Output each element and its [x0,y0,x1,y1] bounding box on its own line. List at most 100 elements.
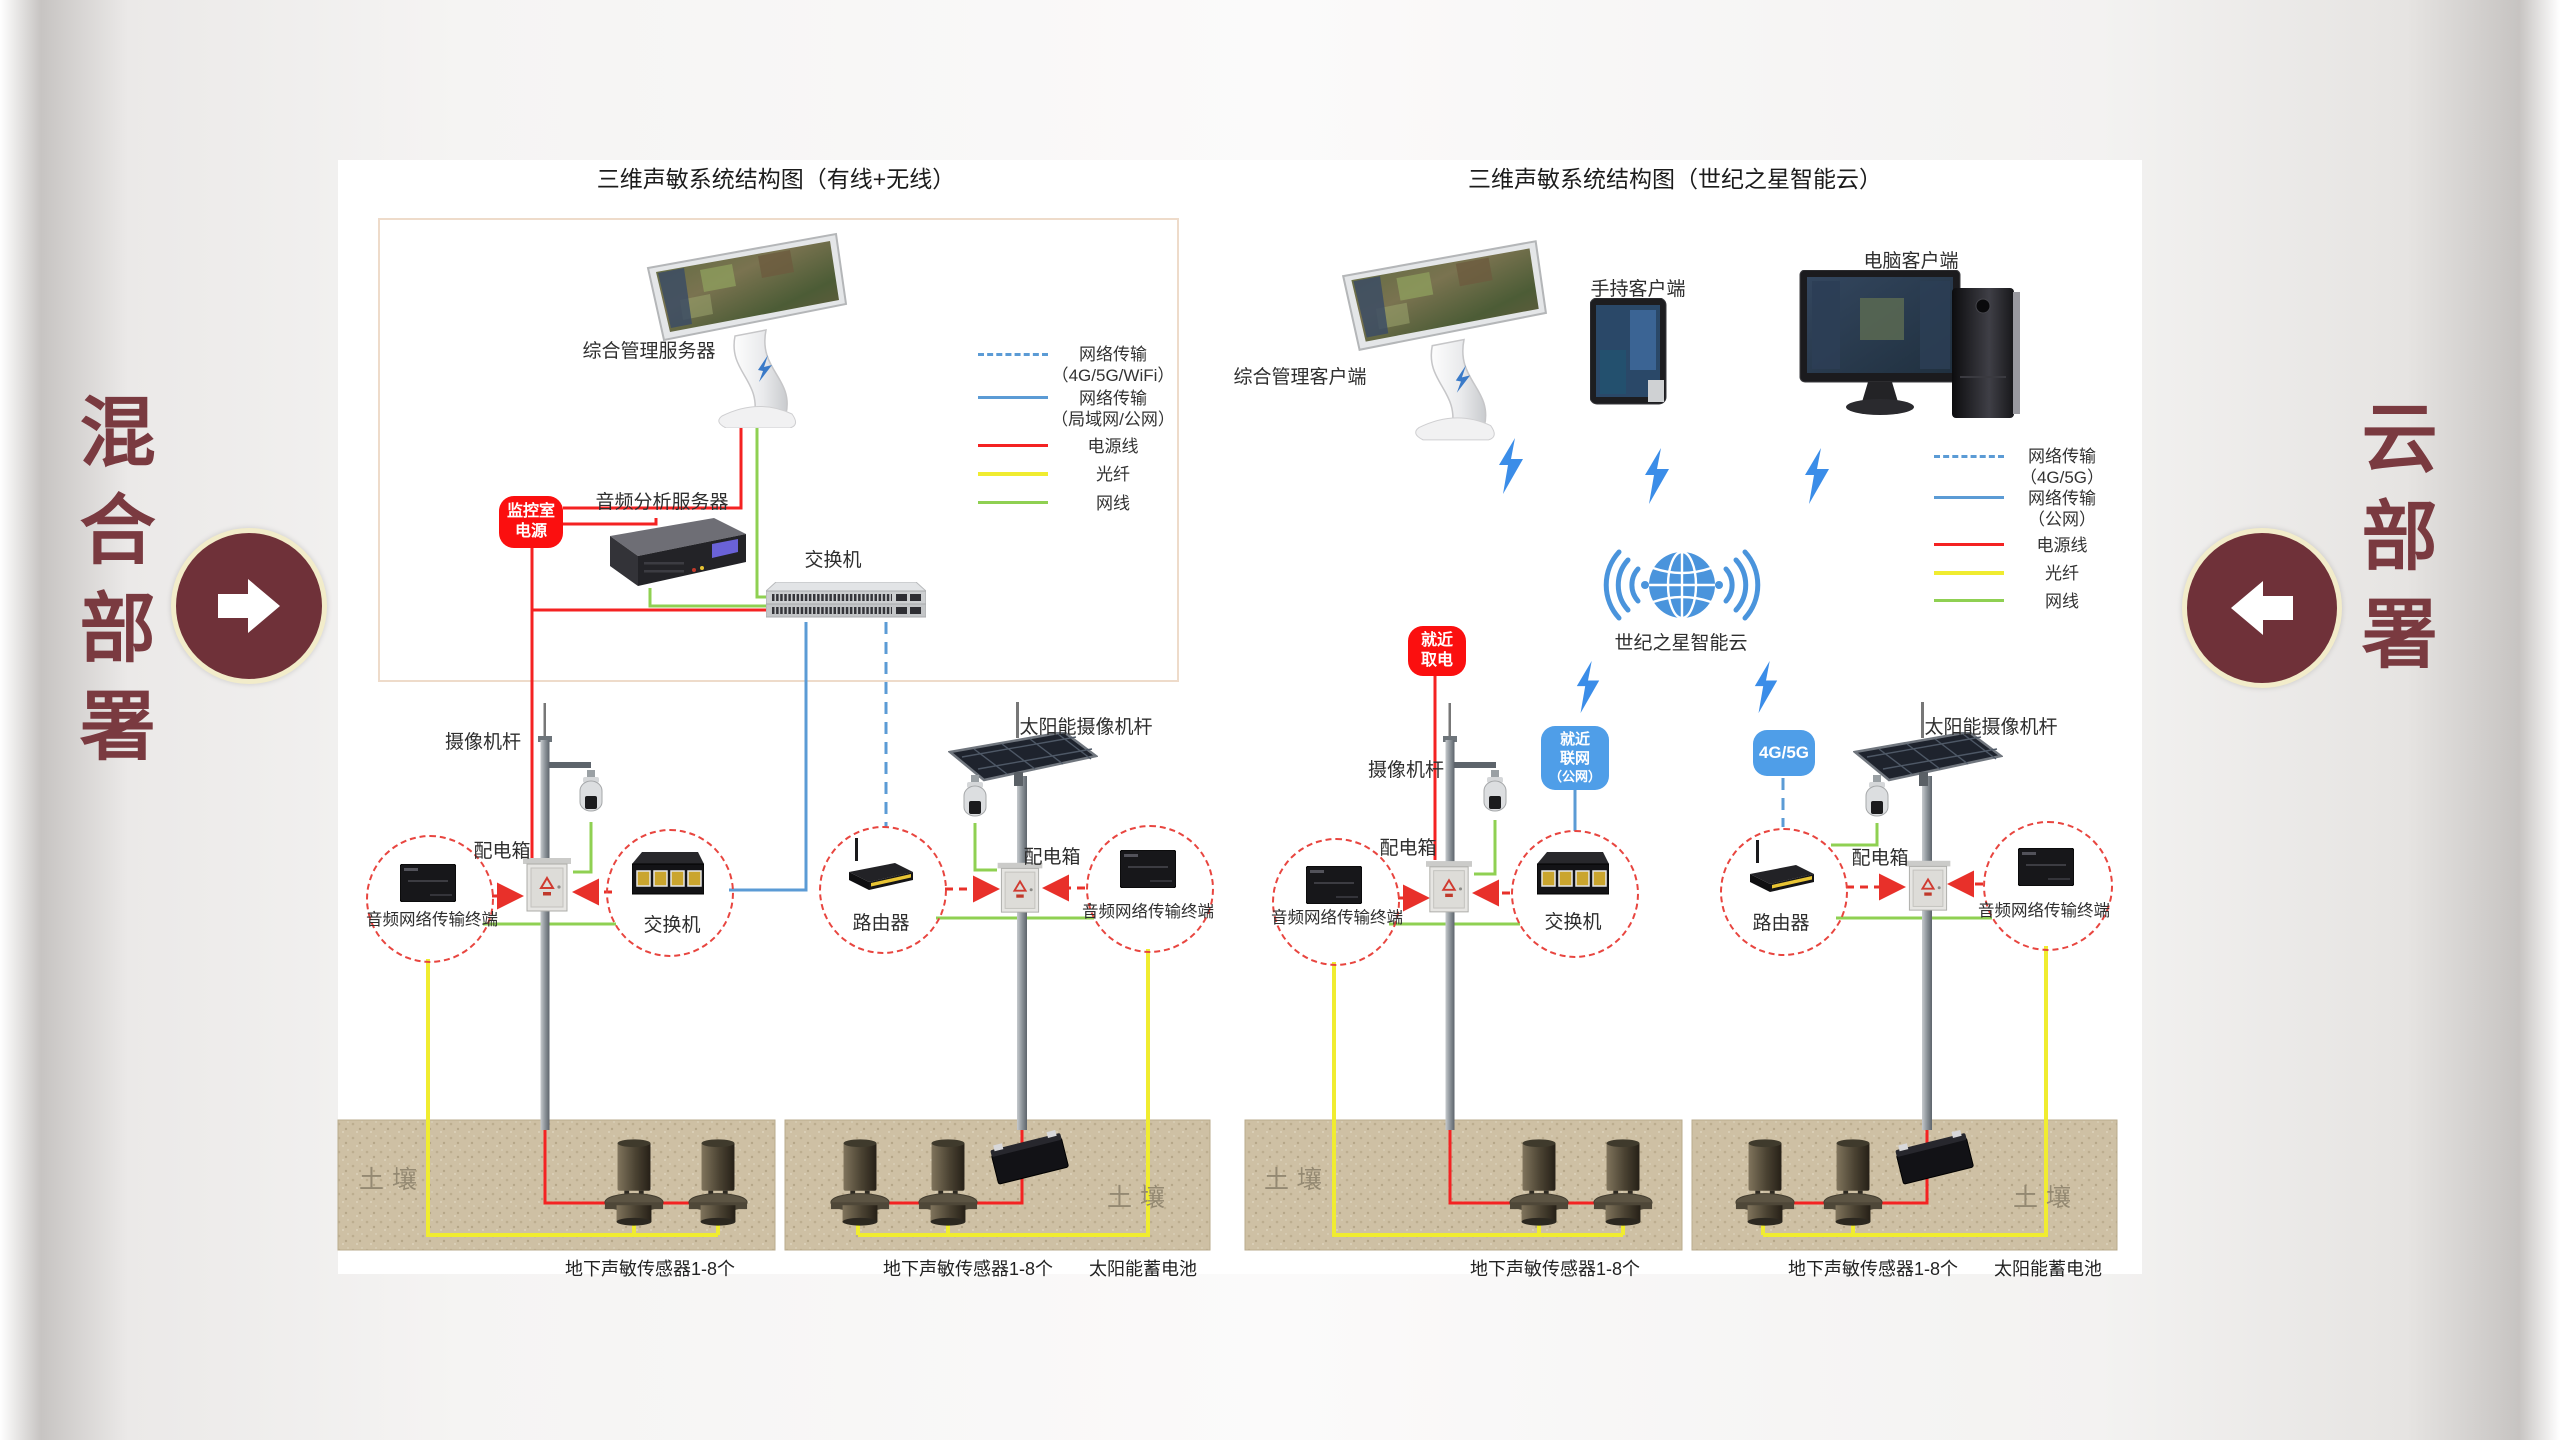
lan-line-switch-to-poleswitch [729,622,808,892]
cloud-globe-icon [1606,552,1758,618]
soil1-label: 土壤 [358,1166,426,1194]
badge-text: （公网） [1548,768,1601,784]
arrow-right-icon [218,579,280,633]
distribution-box-2 [997,861,1043,914]
control-room-box [378,218,1179,682]
circle-router-r [1720,828,1848,956]
legend-line-fiber [978,472,1048,476]
management-client-kiosk [1342,240,1547,441]
circle-audio-terminal-1r [1272,838,1400,966]
circle-audio-terminal-2r [1983,821,2113,951]
handheld-client-tablet [1590,298,1667,405]
circle-audio-terminal-1 [366,835,494,963]
legend-text: 网络传输 [2028,489,2096,508]
legend-text: （4G/5G） [2019,468,2105,487]
legend-line-power-r [1934,543,2004,546]
badge-text: 就近 [1559,731,1590,749]
sensors1-caption: 地下声敏传感器1-8个 [564,1259,736,1279]
distbox2-label-r: 配电箱 [1851,848,1909,869]
pole1-arm [549,762,591,768]
terminal2-label: 音频网络传输终端 [1082,903,1214,921]
terminal1-label: 音频网络传输终端 [366,911,498,929]
battery-caption-r: 太阳能蓄电池 [1994,1259,2102,1279]
badge-text: 联网 [1559,749,1590,767]
distribution-box-2r [1905,859,1951,912]
soil2-label: 土壤 [1106,1184,1174,1212]
soil2-label-r: 土壤 [2012,1184,2080,1212]
handheld-client-label: 手持客户端 [1590,279,1686,300]
camera-pole-label-r: 摄像机杆 [1367,760,1445,781]
badge-text: 取电 [1420,652,1453,669]
sensors1-caption-r: 地下声敏传感器1-8个 [1469,1259,1641,1279]
camera-pole [540,740,550,1130]
solar-camera-pole [1017,776,1027,1130]
router-label: 路由器 [852,913,910,934]
pc-client-label: 电脑客户端 [1863,251,1959,272]
distribution-box-1 [523,857,571,912]
circle-pole-switch-r [1511,830,1639,958]
ptz-camera-2r [1865,775,1889,817]
solar-pole-label: 太阳能摄像机杆 [1019,717,1153,738]
core-switch-label: 交换机 [804,550,862,571]
ptz-camera-2 [963,775,987,817]
lightning-icon [1499,438,1523,494]
circle-audio-terminal-2 [1086,825,1214,953]
distribution-box-1r [1426,860,1472,913]
lightning-icon [1805,448,1829,504]
audio-analysis-server [610,518,746,586]
legend-line-fiber-r [1934,571,2004,575]
legend-text: （公网） [2028,510,2096,529]
camera-pole-label: 摄像机杆 [444,732,522,753]
netcable-camera2-r [1831,823,1879,847]
legend-label-netcable-r: 网线 [2045,592,2079,611]
sensors2-caption: 地下声敏传感器1-8个 [882,1259,1054,1279]
distbox2-label: 配电箱 [1023,847,1081,868]
power-line-badge-to-audioserver [561,518,658,526]
sensors2-caption-r: 地下声敏传感器1-8个 [1787,1259,1959,1279]
legend-line-wan-r [1934,496,2004,499]
next-arrow-button[interactable] [171,528,327,684]
pole2-antenna [1016,702,1019,738]
netcable-camera1-r [1474,820,1497,876]
battery-caption: 太阳能蓄电池 [1089,1259,1197,1279]
pole1r-arm [1454,762,1496,768]
legend-line-wifi [978,353,1048,356]
legend-text: 网络传输 [1078,389,1147,408]
legend-label-power-r: 电源线 [2036,536,2088,555]
pole2r-antenna [1921,702,1924,738]
badge-text: 4G/5G [1758,743,1810,763]
legend-line-wifi-r [1934,455,2004,458]
distbox1-label: 配电箱 [473,841,531,862]
management-server-kiosk [647,233,847,428]
pole1-cap [538,736,552,742]
soil1-label-r: 土壤 [1263,1166,1331,1194]
legend-line-lan [978,396,1048,399]
pc-client-monitor [1799,270,1961,416]
left-deployment-tag: 混合部署 [67,392,153,784]
legend-label-wan-r: 网络传输 （公网） [2028,488,2096,530]
pole-switch-label: 交换机 [643,915,701,936]
terminal1-label-r: 音频网络传输终端 [1271,909,1403,927]
control-room-power-badge: 监控室 电源 [499,496,563,548]
netcable-audioserver-to-switch [648,588,768,608]
pole-switch-label-r: 交换机 [1544,912,1602,933]
right-deployment-tag: 云部署 [2349,398,2435,692]
terminal2-label-r: 音频网络传输终端 [1978,902,2110,920]
distbox1-label-r: 配电箱 [1379,838,1437,859]
power-line-kiosk-to-badge [563,415,743,510]
router-label-r: 路由器 [1752,913,1810,934]
circle-router [819,826,947,954]
right-panel-devices [1306,240,2074,1226]
prev-arrow-button[interactable] [2182,528,2342,688]
nearby-power-badge: 就近 取电 [1408,626,1466,676]
netcable-camera1 [573,822,593,874]
ptz-camera-1 [579,770,603,812]
legend-text: （局域网/公网） [1051,410,1175,429]
legend-label-power: 电源线 [1087,437,1139,456]
netcable-kiosk-to-switch [755,415,772,599]
pole1r-cap [1443,736,1457,742]
legend-text: （4G/5G/WiFi） [1051,366,1175,385]
pc-client-tower [1952,288,2021,419]
